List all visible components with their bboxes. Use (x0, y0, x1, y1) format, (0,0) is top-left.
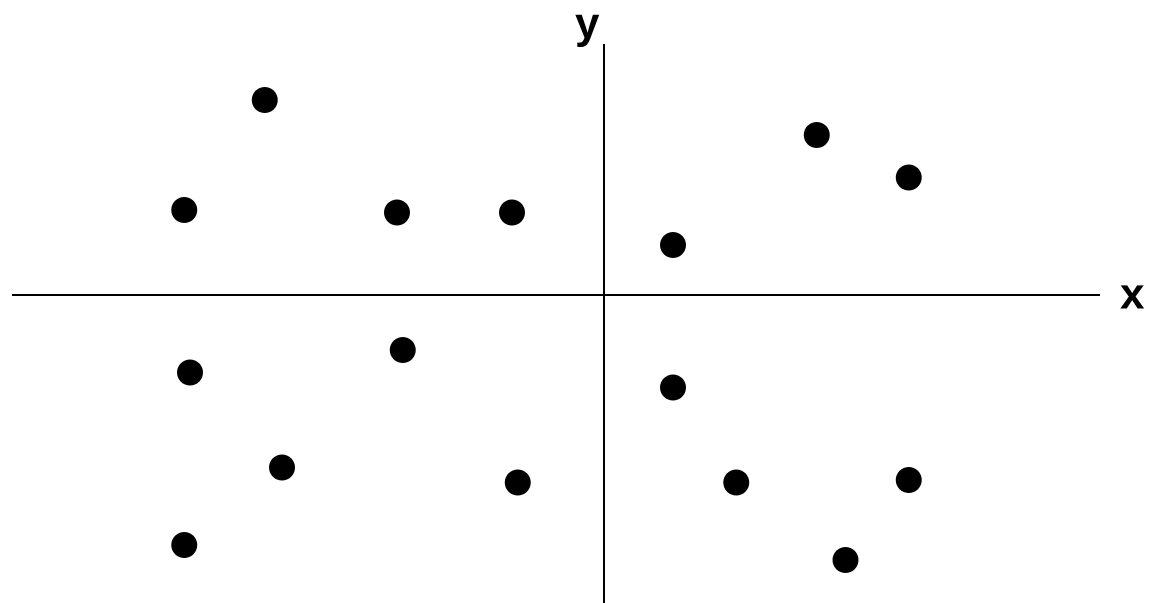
y-axis-label: y (575, 0, 600, 48)
data-point (660, 232, 686, 258)
data-point (504, 469, 531, 496)
data-point (832, 547, 859, 573)
data-point (499, 199, 525, 226)
data-point (251, 87, 278, 113)
data-point (895, 467, 922, 493)
data-point (660, 374, 686, 401)
data-point (803, 122, 830, 148)
data-point (171, 197, 198, 223)
data-point (177, 359, 203, 386)
data-point (389, 337, 416, 363)
data-point (895, 164, 922, 191)
x-axis-label: x (1120, 270, 1145, 319)
data-point (171, 532, 198, 558)
data-point (384, 199, 410, 226)
data-points (171, 87, 922, 573)
data-point (723, 469, 750, 496)
data-point (269, 454, 295, 481)
